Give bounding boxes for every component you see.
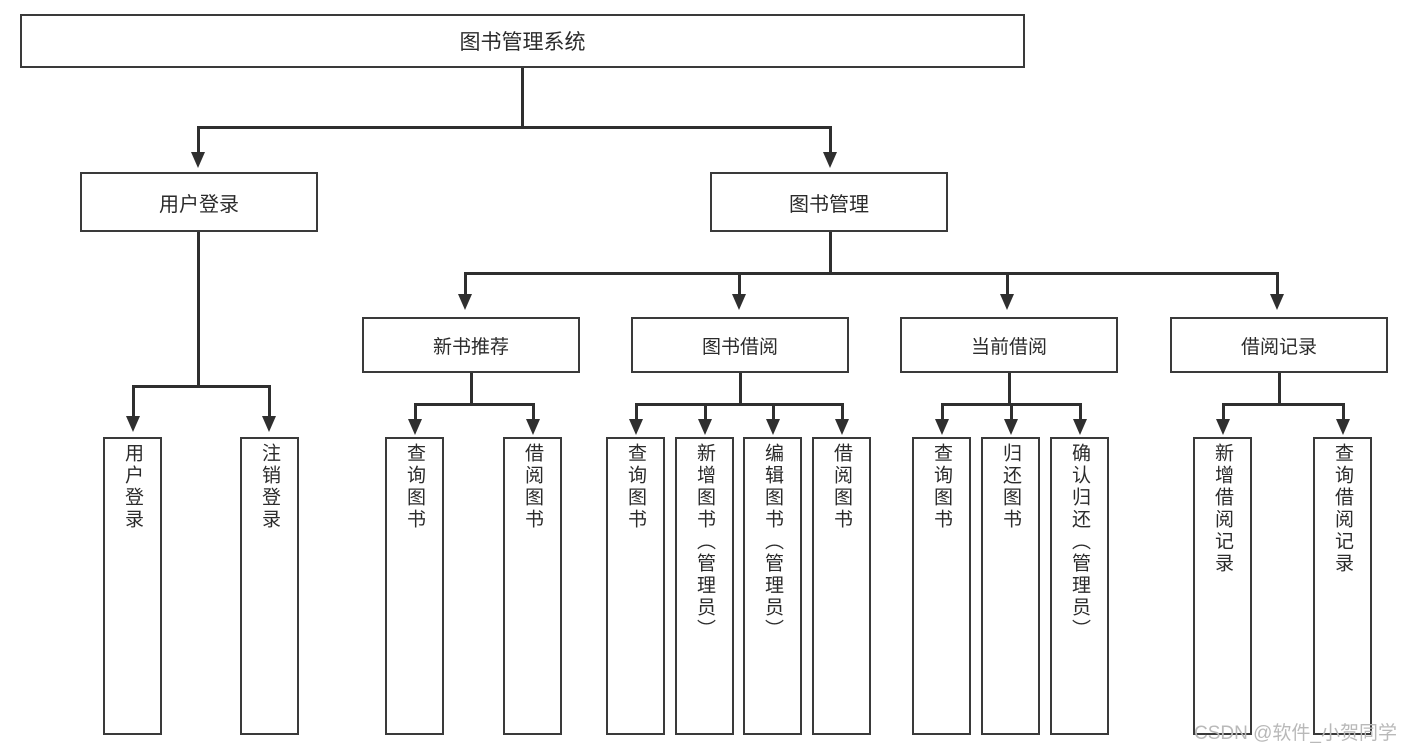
arrowhead-to-book-management — [823, 152, 837, 168]
leaf-current-borrow-confirm-return-admin[interactable]: 确认归还（管理员） — [1050, 437, 1109, 735]
arrowhead-user-login-leaf-2 — [262, 416, 276, 432]
connector-to-borrow-records — [1276, 272, 1279, 296]
arrowhead-bb-leaf-3 — [766, 419, 780, 435]
connector-bb-leaf-2 — [704, 403, 707, 421]
node-label: 图书借阅 — [701, 336, 778, 358]
watermark: CSDN @软件_小贺同学 — [1194, 723, 1397, 744]
connector-new-book-recommend-bus — [414, 403, 534, 406]
leaf-new-book-recommend-query-book[interactable]: 查询图书 — [385, 437, 444, 735]
node-label: 查询图书 — [404, 443, 425, 531]
arrowhead-to-new-book-recommend — [458, 294, 472, 310]
node-label: 查询借阅记录 — [1332, 443, 1353, 575]
node-current-borrow[interactable]: 当前借阅 — [900, 317, 1118, 373]
connector-current-borrow-stem — [1008, 373, 1011, 405]
connector-nbr-leaf-2 — [532, 403, 535, 421]
connector-user-login-leaf-2 — [268, 385, 271, 418]
arrowhead-nbr-leaf-2 — [526, 419, 540, 435]
node-label: 当前借阅 — [970, 336, 1047, 358]
connector-new-book-recommend-stem — [470, 373, 473, 405]
connector-level3-bus — [464, 272, 1279, 275]
node-label: 查询图书 — [625, 443, 646, 531]
arrowhead-to-book-borrow — [732, 294, 746, 310]
leaf-book-borrow-query-book[interactable]: 查询图书 — [606, 437, 665, 735]
connector-bb-leaf-1 — [635, 403, 638, 421]
node-label: 借阅图书 — [831, 443, 852, 531]
connector-user-login-stem — [197, 232, 200, 387]
node-book-borrow[interactable]: 图书借阅 — [631, 317, 849, 373]
connector-user-login-leaf-1 — [132, 385, 135, 418]
arrowhead-to-current-borrow — [1000, 294, 1014, 310]
connector-cb-leaf-1 — [941, 403, 944, 421]
arrowhead-br-leaf-1 — [1216, 419, 1230, 435]
connector-to-user-login — [197, 126, 200, 154]
leaf-user-login-login[interactable]: 用户登录 — [103, 437, 162, 735]
connector-bb-leaf-4 — [841, 403, 844, 421]
connector-br-leaf-1 — [1222, 403, 1225, 421]
node-label: 借阅记录 — [1240, 336, 1317, 358]
arrowhead-cb-leaf-3 — [1073, 419, 1087, 435]
connector-book-borrow-bus — [635, 403, 843, 406]
arrowhead-nbr-leaf-1 — [408, 419, 422, 435]
node-label: 新书推荐 — [432, 336, 509, 358]
connector-br-leaf-2 — [1342, 403, 1345, 421]
arrowhead-bb-leaf-4 — [835, 419, 849, 435]
leaf-book-borrow-edit-book-admin[interactable]: 编辑图书（管理员） — [743, 437, 802, 735]
connector-borrow-records-stem — [1278, 373, 1281, 405]
connector-cb-leaf-2 — [1010, 403, 1013, 421]
connector-to-book-borrow — [738, 272, 741, 296]
connector-nbr-leaf-1 — [414, 403, 417, 421]
node-label: 借阅图书 — [522, 443, 543, 531]
connector-cb-leaf-3 — [1079, 403, 1082, 421]
node-new-book-recommend[interactable]: 新书推荐 — [362, 317, 580, 373]
node-label: 归还图书 — [1000, 443, 1021, 531]
node-label: 图书管理 — [789, 193, 869, 216]
connector-to-book-management — [829, 126, 832, 154]
node-label: 新增借阅记录 — [1212, 443, 1233, 575]
connector-borrow-records-bus — [1222, 403, 1344, 406]
leaf-user-login-logout[interactable]: 注销登录 — [240, 437, 299, 735]
node-label: 新增图书（管理员） — [694, 443, 715, 641]
node-book-management[interactable]: 图书管理 — [710, 172, 948, 232]
leaf-new-book-recommend-borrow-book[interactable]: 借阅图书 — [503, 437, 562, 735]
connector-user-login-bus — [132, 385, 270, 388]
leaf-borrow-records-query-record[interactable]: 查询借阅记录 — [1313, 437, 1372, 735]
node-root-book-management-system[interactable]: 图书管理系统 — [20, 14, 1025, 68]
connector-root-stem — [521, 68, 524, 128]
leaf-book-borrow-add-book-admin[interactable]: 新增图书（管理员） — [675, 437, 734, 735]
node-label: 确认归还（管理员） — [1069, 443, 1090, 641]
arrowhead-br-leaf-2 — [1336, 419, 1350, 435]
leaf-book-borrow-borrow-book[interactable]: 借阅图书 — [812, 437, 871, 735]
arrowhead-bb-leaf-2 — [698, 419, 712, 435]
connector-to-new-book-recommend — [464, 272, 467, 296]
leaf-borrow-records-add-record[interactable]: 新增借阅记录 — [1193, 437, 1252, 735]
connector-level2-bus — [197, 126, 831, 129]
arrowhead-to-borrow-records — [1270, 294, 1284, 310]
connector-book-management-stem — [829, 232, 832, 274]
node-label: 注销登录 — [259, 443, 280, 531]
connector-to-current-borrow — [1006, 272, 1009, 296]
node-label: 用户登录 — [122, 443, 143, 531]
arrowhead-cb-leaf-1 — [935, 419, 949, 435]
node-label: 编辑图书（管理员） — [762, 443, 783, 641]
node-label: 图书管理系统 — [459, 31, 586, 54]
node-borrow-records[interactable]: 借阅记录 — [1170, 317, 1388, 373]
node-label: 查询图书 — [931, 443, 952, 531]
arrowhead-to-user-login — [191, 152, 205, 168]
arrowhead-bb-leaf-1 — [629, 419, 643, 435]
node-label: 用户登录 — [159, 193, 239, 216]
arrowhead-user-login-leaf-1 — [126, 416, 140, 432]
connector-book-borrow-stem — [739, 373, 742, 405]
leaf-current-borrow-query-book[interactable]: 查询图书 — [912, 437, 971, 735]
leaf-current-borrow-return-book[interactable]: 归还图书 — [981, 437, 1040, 735]
node-user-login[interactable]: 用户登录 — [80, 172, 318, 232]
connector-bb-leaf-3 — [772, 403, 775, 421]
arrowhead-cb-leaf-2 — [1004, 419, 1018, 435]
